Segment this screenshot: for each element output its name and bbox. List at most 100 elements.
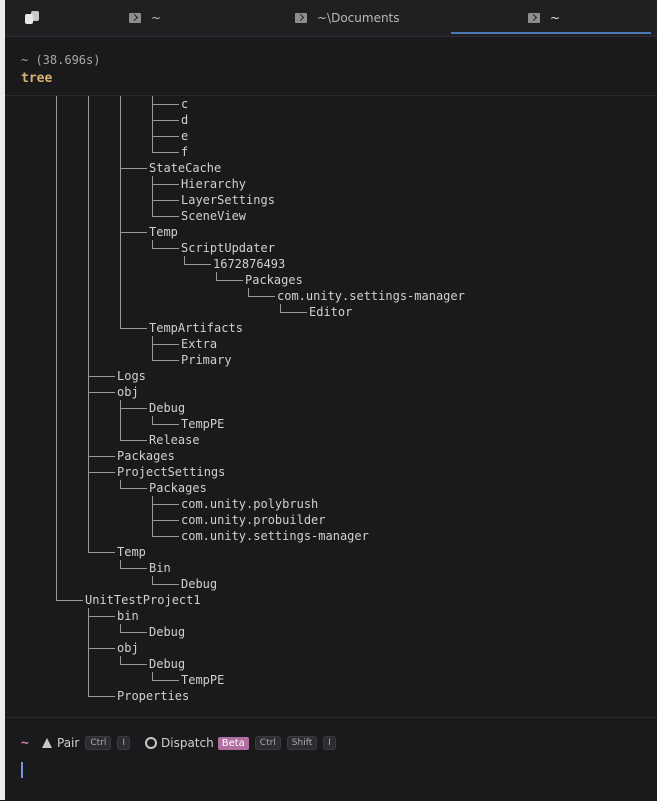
tree-connector	[56, 592, 57, 601]
tree-guide	[88, 176, 89, 192]
tree-line: TempPE	[5, 672, 657, 688]
tree-entry-name: com.unity.settings-manager	[181, 529, 369, 543]
tree-branch	[152, 536, 179, 537]
pair-button[interactable]: Pair Ctrl I	[41, 736, 130, 750]
tree-guide	[56, 544, 57, 560]
tree-guide	[88, 624, 89, 640]
tree-guide	[56, 208, 57, 224]
tree-guide	[120, 304, 121, 320]
tree-connector	[88, 544, 89, 553]
tree-line: LayerSettings	[5, 192, 657, 208]
tree-guide	[56, 368, 57, 384]
tree-branch	[152, 136, 179, 137]
tree-entry-name: com.unity.polybrush	[181, 497, 319, 511]
tree-line: Primary	[5, 352, 657, 368]
tree-guide	[56, 128, 57, 144]
tree-guide	[88, 208, 89, 224]
tree-line: com.unity.polybrush	[5, 496, 657, 512]
tree-entry-name: Editor	[309, 305, 353, 319]
tree-guide	[88, 144, 89, 160]
tree-guide	[56, 272, 57, 288]
tree-connector	[152, 352, 153, 361]
tree-line: Debug	[5, 656, 657, 672]
tree-entry-name: c	[181, 97, 189, 111]
shortcut-key: Shift	[286, 736, 318, 750]
dispatch-button[interactable]: Dispatch Beta Ctrl Shift I	[145, 736, 336, 750]
tree-guide	[56, 464, 57, 480]
tree-guide	[56, 528, 57, 544]
tree-branch	[152, 152, 179, 153]
tree-connector	[88, 688, 89, 697]
tree-guide	[56, 352, 57, 368]
tree-entry-name: com.unity.settings-manager	[277, 289, 465, 303]
tree-guide	[88, 160, 89, 176]
command-block-header[interactable]: ~ (38.696s) tree	[5, 36, 657, 96]
tree-connector	[152, 576, 153, 585]
tree-branch	[88, 472, 115, 473]
pair-icon	[41, 737, 53, 749]
tree-line: bin	[5, 608, 657, 624]
tree-connector	[120, 624, 121, 633]
tree-guide	[56, 112, 57, 128]
tree-branch	[120, 328, 147, 329]
tree-guide	[88, 480, 89, 496]
tree-branch	[88, 696, 115, 697]
tree-branch	[120, 664, 147, 665]
tree-branch	[152, 680, 179, 681]
tree-line: com.unity.settings-manager	[5, 528, 657, 544]
tree-branch	[248, 296, 275, 297]
tree-line: obj	[5, 640, 657, 656]
tree-line: SceneView	[5, 208, 657, 224]
tree-line: Hierarchy	[5, 176, 657, 192]
tree-branch	[152, 360, 179, 361]
tab-documents[interactable]: ~\Documents	[295, 0, 400, 36]
tab-label: ~	[151, 11, 162, 25]
tree-guide	[88, 256, 89, 272]
tree-guide	[56, 224, 57, 240]
tree-line: f	[5, 144, 657, 160]
tree-entry-name: Primary	[181, 353, 232, 367]
input-area[interactable]: ~ Pair Ctrl I Dispatch Beta Ctrl Shift I	[5, 717, 657, 801]
app-logo-icon[interactable]	[25, 11, 39, 24]
tree-entry-name: StateCache	[149, 161, 222, 175]
tree-guide	[56, 384, 57, 400]
tree-line: Packages	[5, 448, 657, 464]
tree-entry-name: Packages	[149, 481, 207, 495]
tree-guide	[88, 96, 89, 112]
tab-bar: ~ ~\Documents ~	[5, 0, 657, 37]
powershell-icon	[295, 13, 307, 23]
tree-entry-name: Hierarchy	[181, 177, 247, 191]
tree-line: Editor	[5, 304, 657, 320]
tree-line: Extra	[5, 336, 657, 352]
tree-guide	[120, 256, 121, 272]
tree-guide	[56, 512, 57, 528]
tab-home-active[interactable]: ~	[528, 0, 560, 36]
tree-guide	[120, 288, 121, 304]
tree-branch	[120, 168, 147, 169]
tree-guide	[88, 416, 89, 432]
tree-guide	[56, 448, 57, 464]
dispatch-icon	[145, 737, 157, 749]
shortcut-key: Ctrl	[85, 736, 112, 750]
tree-guide	[120, 144, 121, 160]
tree-guide	[88, 240, 89, 256]
tree-line: e	[5, 128, 657, 144]
tree-guide	[56, 320, 57, 336]
tree-connector	[120, 656, 121, 665]
tree-guide	[56, 288, 57, 304]
tree-guide	[56, 256, 57, 272]
tree-line: UnitTestProject1	[5, 592, 657, 608]
command-text: tree	[21, 71, 53, 86]
tree-entry-name: 1672876493	[213, 257, 286, 271]
tree-branch	[120, 568, 147, 569]
tree-line: ScriptUpdater	[5, 240, 657, 256]
tree-guide	[88, 192, 89, 208]
tree-line: Logs	[5, 368, 657, 384]
tree-guide	[88, 528, 89, 544]
tab-home-1[interactable]: ~	[129, 0, 161, 36]
tree-entry-name: ProjectSettings	[117, 465, 226, 479]
tree-branch	[88, 648, 115, 649]
tree-connector	[152, 144, 153, 153]
